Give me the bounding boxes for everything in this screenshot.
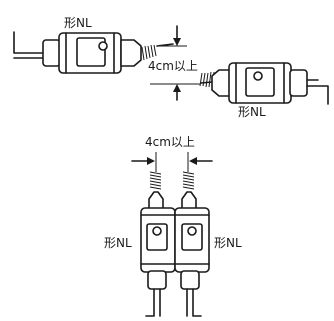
sensor-top-left-indicator-lamp — [98, 41, 108, 51]
dimension-bottom-arrowhead-left — [147, 157, 155, 165]
sensor-right-cable — [306, 79, 329, 105]
label-model-bottom-right: 形NL — [214, 236, 242, 250]
sensor-top-left-nose — [120, 39, 142, 67]
label-model-right: 形NL — [238, 105, 266, 119]
sensor-bottom-left: 形NL — [104, 171, 176, 317]
sensor-bottom-left-spring — [149, 171, 162, 190]
dimension-right-arrowhead-down — [173, 38, 181, 46]
dimension-right: 4cm以上 — [148, 25, 200, 101]
sensor-right-nose — [211, 69, 231, 97]
sensor-bottom-right-indicator — [181, 223, 203, 251]
sensor-right-spring — [199, 71, 215, 89]
sensor-bottom-left-indicator-lamp — [152, 226, 162, 236]
sensor-bottom-right-spring — [182, 171, 195, 190]
sensor-right: 形NL — [199, 62, 329, 119]
sensor-top-left-cable — [13, 31, 45, 59]
dimension-bottom: 4cm以上 — [131, 135, 213, 172]
sensor-top-left-indicator — [76, 37, 106, 67]
dimension-bottom-arrowhead-right — [189, 157, 197, 165]
sensor-top-left: 形NL — [13, 16, 174, 74]
label-model-bottom-left: 形NL — [104, 236, 132, 250]
label-spacing-bottom: 4cm以上 — [145, 135, 195, 149]
dimension-right-arrowhead-up — [173, 84, 181, 92]
sensor-bottom-left-indicator — [146, 223, 168, 251]
sensor-right-indicator — [245, 67, 275, 97]
sensor-bottom-right: 形NL — [174, 171, 242, 317]
sensor-right-body-lines — [235, 62, 285, 104]
sensor-right-indicator-lamp — [253, 71, 263, 81]
sensor-bottom-right-body-lines — [174, 214, 210, 265]
sensor-right-cable-boot — [289, 69, 308, 97]
sensor-bottom-left-cable-boot — [147, 270, 167, 290]
sensor-bottom-right-cable — [186, 288, 202, 317]
label-spacing-right: 4cm以上 — [148, 59, 198, 73]
sensor-top-left-spring — [141, 44, 157, 61]
sensor-top-left-body-lines — [65, 32, 115, 74]
sensor-bottom-right-cable-boot — [180, 270, 200, 290]
sensor-bottom-left-body-lines — [140, 214, 176, 265]
sensor-top-left-cable-boot — [42, 39, 61, 67]
label-model-top-left: 形NL — [64, 16, 92, 30]
sensor-bottom-right-indicator-lamp — [187, 226, 197, 236]
sensor-bottom-left-cable — [145, 288, 161, 317]
